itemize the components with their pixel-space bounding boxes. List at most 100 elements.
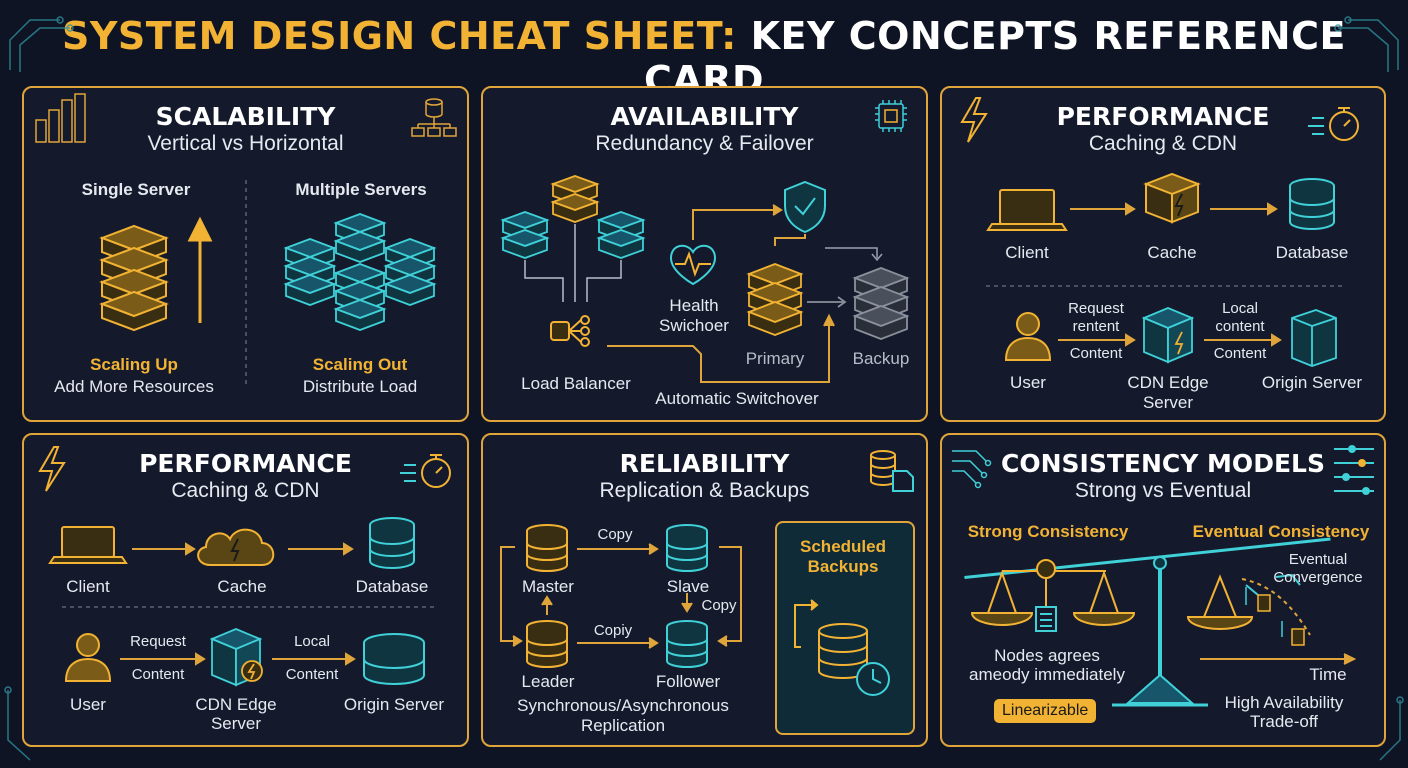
origin-database-icon [363,633,425,685]
linearizable-badge: Linearizable [994,699,1097,723]
circuit-icon [952,450,992,489]
balance-scale-icon [964,537,1331,707]
master-database-icon [526,524,568,572]
cdn-edge-server-icon [1141,307,1195,364]
copy-label-bottom: Copiy [593,622,633,639]
scheduled-label-line1: Scheduled [800,537,886,556]
scale-up-arrow-icon [187,216,213,323]
follower-database-icon [666,620,708,668]
scaling-out-detail: Distribute Load [302,377,418,396]
availability-illustration [500,100,910,383]
eventual-consistency-label: Eventual Consistency [1192,522,1370,541]
panel-subtitle: Caching & CDN [171,479,320,502]
master-label: Master [522,577,574,596]
slave-database-icon [666,524,708,572]
health-label-line2: Swichoer [659,316,729,335]
scheduled-label-line2: Backups [807,557,879,576]
request-label-line1: Request [1068,300,1124,317]
content-label-left: Content [131,666,185,683]
strong-consistency-label: Strong Consistency [967,522,1129,541]
user-label: User [70,695,106,714]
eventual-convergence-line2: Convergence [1273,569,1363,586]
primary-label: Primary [745,349,805,368]
sliders-icon [1334,445,1374,495]
lightning-icon [38,446,66,492]
panel-title: PERFORMANCE [1056,102,1270,131]
content-label-right: Content [285,666,339,683]
slave-label: Slave [666,577,710,596]
panel-title: PERFORMANCE [139,449,352,478]
local-label-line1: Local [1222,300,1258,317]
panel-title: CONSISTENCY MODELS [1001,449,1325,478]
scalability-illustration [35,93,457,388]
cdn-label-line2: Server [210,714,262,733]
performance-top-illustration [960,97,1359,367]
origin-label: Origin Server [1261,373,1363,392]
local-label-line2: content [1215,318,1265,335]
cache-label: Cache [1147,243,1197,262]
multiple-servers-cluster-icon [283,213,437,331]
panel-subtitle: Vertical vs Horizontal [147,132,344,155]
performance-bottom-illustration [38,446,451,687]
stopwatch-icon [1308,107,1359,141]
database-clock-icon [794,599,890,696]
content-label-right: Content [1213,345,1267,362]
sync-label-line1: Synchronous/Asynchronous [517,696,729,715]
title-part2: KEY CONCEPTS REFERENCE CARD [643,14,1346,102]
local-label: Local [294,633,330,650]
cdn-label-line1: CDN Edge [1127,373,1209,392]
automatic-switchover-label: Automatic Switchover [655,389,819,408]
panel-subtitle: Strong vs Eventual [1074,479,1252,502]
client-label: Client [1005,243,1049,262]
high-availability-line2: Trade-off [1249,712,1319,731]
primary-server-icon [746,263,804,336]
cdn-edge-server-icon [209,628,263,687]
origin-label: Origin Server [343,695,445,714]
request-label-line2: rentent [1072,318,1120,335]
leader-database-icon [526,620,568,668]
cdn-label-line1: CDN Edge [195,695,277,714]
multiple-servers-heading: Multiple Servers [295,180,427,199]
eventual-scale-icon [1186,574,1254,630]
panel-availability: AVAILABILITY Redundancy & Failover [481,86,928,422]
consistency-illustration [952,445,1374,707]
health-label-line1: Health [669,296,719,315]
panel-title: AVAILABILITY [610,102,799,131]
bar-chart-servers-icon [35,93,86,143]
follower-label: Follower [655,672,721,691]
scaling-out-caption: Scaling Out [312,355,408,374]
leader-label: Leader [521,672,575,691]
hierarchy-database-icon [411,98,457,137]
top-server-icon [550,175,600,223]
user-label: User [1010,373,1046,392]
origin-server-icon [1291,309,1337,367]
database-file-icon [870,450,914,492]
single-server-stack-icon [99,224,169,332]
user-icon [1004,312,1052,361]
cdn-label-line2: Server [1142,393,1194,412]
content-label-left: Content [1069,345,1123,362]
laptop-client-icon [48,526,128,564]
page-title: SYSTEM DESIGN CHEAT SHEET: KEY CONCEPTS … [0,14,1408,102]
nodes-agree-line1: Nodes agrees [994,646,1100,665]
eventual-convergence-line1: Eventual [1288,551,1348,568]
panel-consistency: CONSISTENCY MODELS Strong vs Eventual [940,433,1386,747]
document-icons [1245,587,1305,646]
panel-reliability: RELIABILITY Replication & Backups [481,433,928,747]
reliability-illustration [500,450,914,696]
cache-label: Cache [217,577,267,596]
cache-cube-icon [1143,172,1201,224]
shield-check-icon [784,180,826,234]
high-availability-line1: High Availability [1224,693,1344,712]
time-axis-icon [1200,573,1357,665]
heartbeat-icon [669,244,717,286]
database-label: Database [355,577,429,596]
panel-performance-bottom: PERFORMANCE Caching & CDN [22,433,469,747]
server-node-icons [500,211,646,259]
load-balancer-label: Load Balancer [521,374,631,393]
load-balancer-icon [550,315,590,347]
title-part1: SYSTEM DESIGN CHEAT SHEET: [62,14,737,58]
panel-performance-top: PERFORMANCE Caching & CDN [940,86,1386,422]
panel-subtitle: Redundancy & Failover [595,132,814,155]
